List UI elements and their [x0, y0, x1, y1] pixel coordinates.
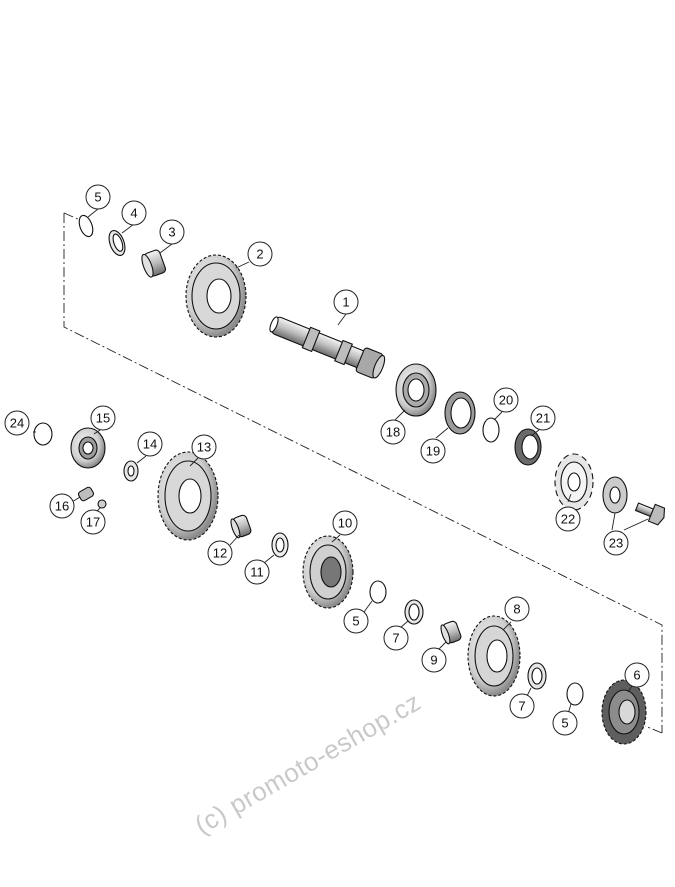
part-24-circlip [33, 422, 53, 446]
part-11-washer [271, 532, 289, 558]
callout-part-16[interactable]: 16 [49, 493, 75, 519]
part-18-ball-bearing [395, 363, 437, 417]
callout-part-23[interactable]: 23 [603, 530, 629, 556]
part-4-washer [108, 230, 126, 256]
callout-label: 23 [609, 536, 623, 551]
callout-part-5-c[interactable]: 5 [552, 710, 578, 736]
callout-label: 24 [10, 416, 24, 431]
callout-label: 17 [86, 515, 100, 530]
callout-part-20[interactable]: 20 [493, 387, 519, 413]
callout-label: 16 [55, 499, 69, 514]
callout-part-7-b[interactable]: 7 [509, 693, 535, 719]
callout-label: 21 [536, 411, 550, 426]
callout-part-5-b[interactable]: 5 [343, 608, 369, 634]
callout-part-2[interactable]: 2 [247, 241, 273, 267]
part-15-bearing [70, 427, 106, 469]
part-5-circlip-top [78, 214, 94, 238]
callout-label: 5 [94, 190, 101, 205]
callout-part-5-a[interactable]: 5 [85, 184, 111, 210]
callout-part-3[interactable]: 3 [159, 219, 185, 245]
callout-label: 8 [513, 602, 520, 617]
callout-part-19[interactable]: 19 [420, 438, 446, 464]
callout-part-8[interactable]: 8 [504, 596, 530, 622]
part-23-washer [602, 476, 628, 514]
callout-label: 1 [342, 295, 349, 310]
callout-label: 10 [338, 516, 352, 531]
callout-part-11[interactable]: 11 [244, 559, 270, 585]
callout-part-12[interactable]: 12 [207, 540, 233, 566]
callout-label: 19 [426, 444, 440, 459]
part-5-circlip-low [566, 682, 584, 706]
part-21-spacer-sleeve [514, 428, 542, 466]
part-6-gear [601, 679, 647, 745]
part-14-washer [123, 460, 139, 482]
part-22-sprocket [554, 453, 594, 511]
part-12-needle-bearing [230, 514, 252, 539]
part-13-gear [157, 451, 219, 541]
callout-label: 9 [430, 653, 437, 668]
callout-label: 22 [561, 512, 575, 527]
part-7-washer-low [527, 662, 547, 690]
callout-label: 5 [352, 614, 359, 629]
callout-label: 4 [130, 206, 137, 221]
part-5-circlip-mid [369, 580, 387, 604]
callout-label: 5 [561, 716, 568, 731]
part-8-gear [467, 615, 521, 697]
callout-part-13[interactable]: 13 [191, 434, 217, 460]
callout-label: 6 [633, 668, 640, 683]
callout-part-17[interactable]: 17 [80, 509, 106, 535]
callout-part-22[interactable]: 22 [555, 506, 581, 532]
part-16-retainer [77, 486, 95, 502]
part-10-gear [302, 535, 354, 609]
callout-label: 3 [168, 225, 175, 240]
part-1-transmission-shaft [269, 316, 386, 379]
callout-label: 15 [96, 411, 110, 426]
callout-part-18[interactable]: 18 [380, 419, 406, 445]
callout-label: 20 [499, 393, 513, 408]
callout-part-21[interactable]: 21 [530, 405, 556, 431]
callout-label: 2 [256, 247, 263, 262]
callout-part-9[interactable]: 9 [421, 647, 447, 673]
part-17-screw [97, 499, 107, 509]
callout-part-14[interactable]: 14 [137, 431, 163, 457]
part-2-gear [185, 254, 247, 338]
part-3-needle-bearing [141, 249, 167, 278]
callout-part-6[interactable]: 6 [624, 662, 650, 688]
part-19-seal-ring [444, 391, 476, 435]
callout-label: 18 [386, 425, 400, 440]
callout-label: 11 [250, 565, 264, 580]
callout-part-7-a[interactable]: 7 [383, 625, 409, 651]
axis-guides [63, 212, 663, 734]
callout-label: 7 [518, 699, 525, 714]
part-7-washer-mid [404, 599, 424, 625]
part-9-needle-bearing [440, 620, 462, 645]
callout-label: 12 [213, 546, 227, 561]
callout-part-24[interactable]: 24 [4, 410, 30, 436]
callout-label: 13 [197, 440, 211, 455]
callout-part-1[interactable]: 1 [333, 289, 359, 315]
callout-label: 14 [143, 437, 157, 452]
callout-part-10[interactable]: 10 [332, 510, 358, 536]
callout-label: 7 [392, 631, 399, 646]
callout-part-15[interactable]: 15 [90, 405, 116, 431]
part-23-bolt [634, 502, 666, 526]
leader-lines [33, 208, 649, 715]
part-20-o-ring [482, 417, 500, 443]
callout-part-4[interactable]: 4 [121, 200, 147, 226]
